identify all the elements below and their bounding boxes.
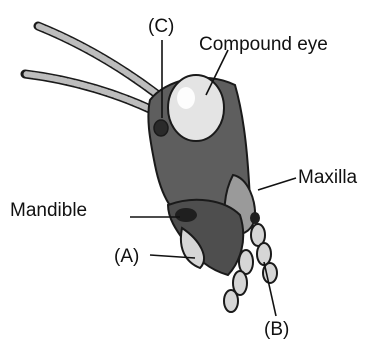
- leader-maxilla: [258, 178, 296, 190]
- label-b: (B): [264, 319, 289, 340]
- ocellus: [154, 120, 168, 136]
- mandible: [175, 208, 197, 222]
- label-maxilla: Maxilla: [298, 167, 358, 188]
- label-mandible: Mandible: [10, 200, 87, 221]
- label-compound-eye: Compound eye: [199, 34, 328, 55]
- label-a: (A): [114, 246, 139, 267]
- label-c: (C): [148, 16, 174, 37]
- compound-eye: [168, 75, 224, 141]
